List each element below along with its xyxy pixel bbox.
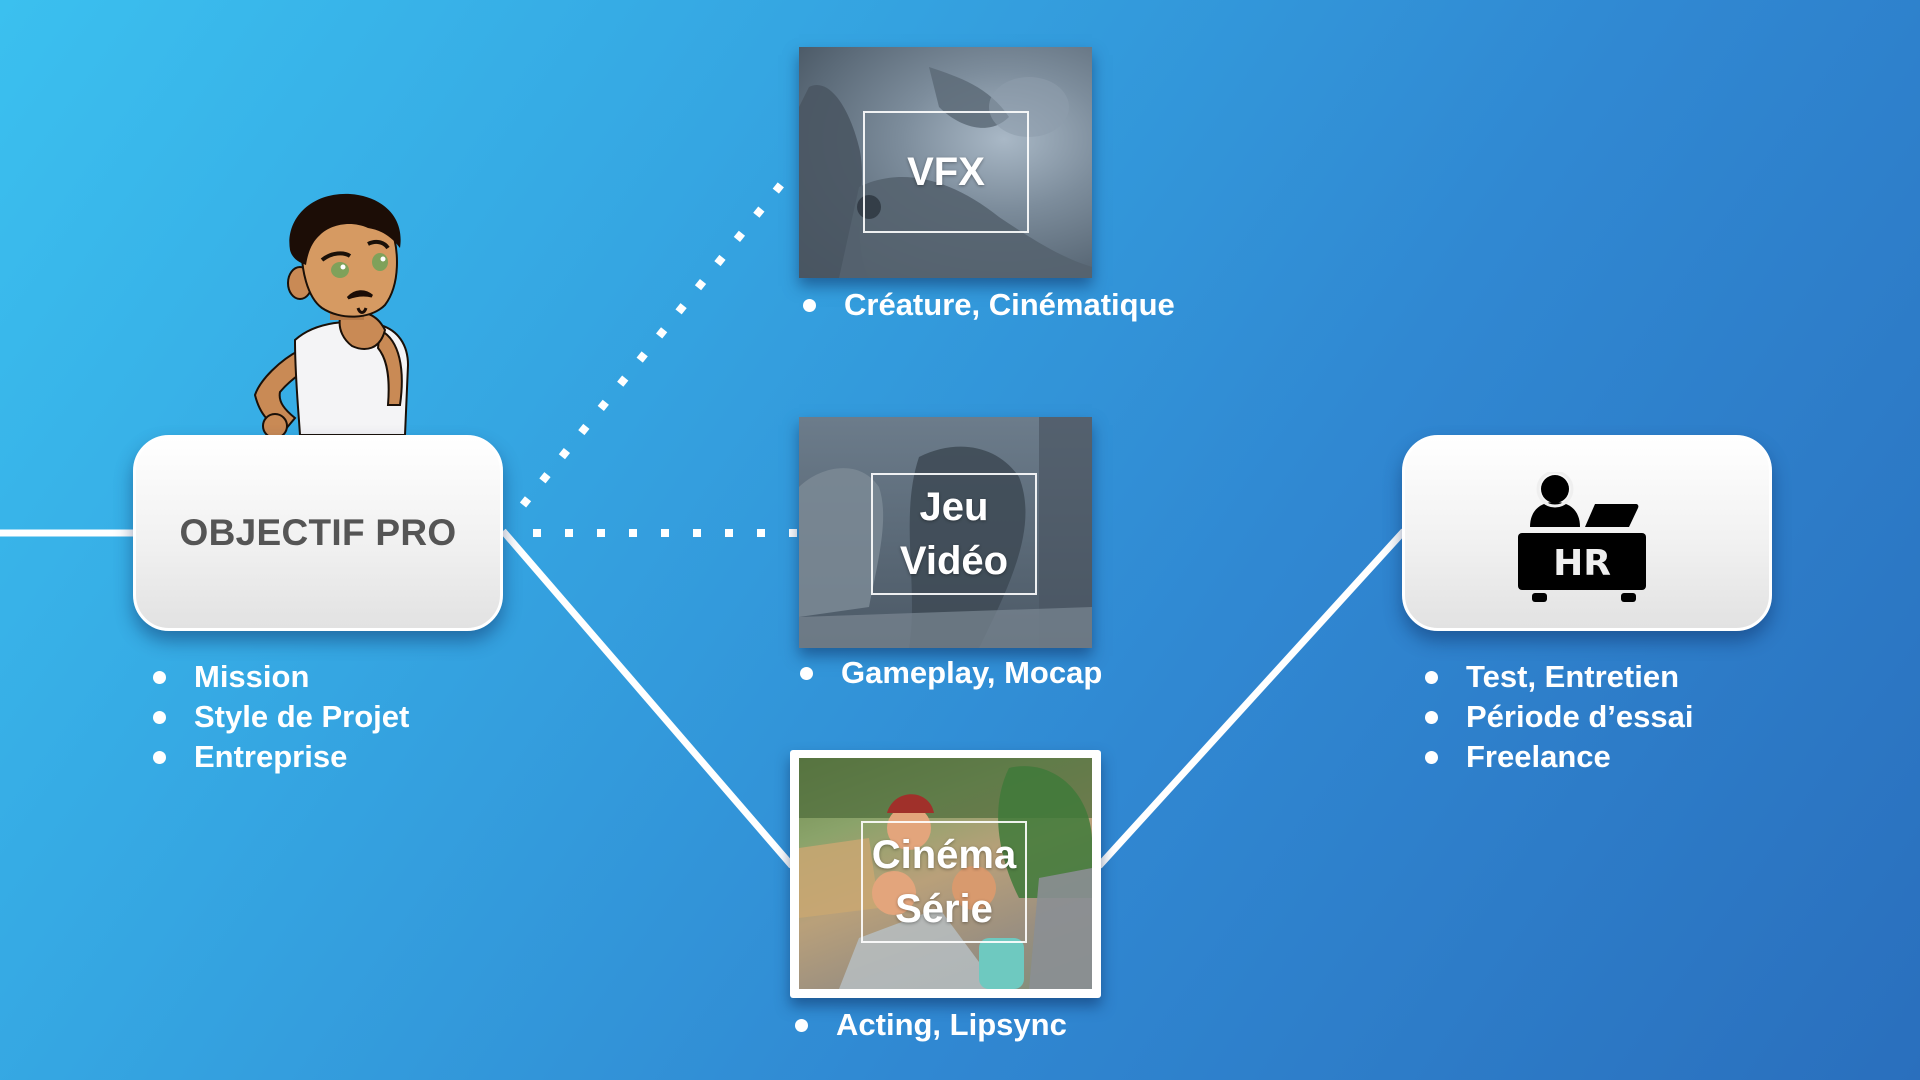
bullet-dot-icon (800, 667, 813, 680)
jeu-video-label-frame: Jeu Vidéo (871, 473, 1037, 595)
bullet-dot-icon (1425, 751, 1438, 764)
list-item: Freelance (1425, 737, 1693, 777)
cinema-serie-thumbnail[interactable]: Cinéma Série (790, 750, 1101, 998)
hr-bullets: Test, Entretien Période d’essai Freelanc… (1425, 657, 1693, 777)
vfx-label-frame: VFX (863, 111, 1029, 233)
vfx-caption: Créature, Cinématique (803, 285, 1175, 325)
objectif-pro-node[interactable]: OBJECTIF PRO (133, 435, 503, 631)
hr-desk-icon: HR (1518, 472, 1646, 602)
jeu-video-label-line-1: Jeu (919, 485, 989, 529)
hr-node[interactable]: HR (1402, 435, 1772, 631)
list-item: Entreprise (153, 737, 409, 777)
thinking-character-illustration (253, 193, 410, 439)
vfx-label: VFX (907, 150, 985, 194)
list-item: Test, Entretien (1425, 657, 1693, 697)
bullet-dot-icon (795, 1019, 808, 1032)
vfx-thumbnail[interactable]: VFX (799, 47, 1092, 278)
solid-connector-hr (1096, 528, 1407, 869)
solid-connector-cinema (500, 528, 795, 869)
jeu-video-label-line-2: Vidéo (899, 539, 1009, 583)
bullet-dot-icon (153, 751, 166, 764)
objectif-pro-bullets: Mission Style de Projet Entreprise (153, 657, 409, 777)
bullet-dot-icon (153, 711, 166, 724)
jeu-video-caption: Gameplay, Mocap (800, 653, 1102, 693)
hr-icon-text: HR (1553, 543, 1611, 584)
cinema-serie-label-frame: Cinéma Série (861, 821, 1027, 943)
cinema-serie-scene-image (799, 758, 1092, 989)
bullet-dot-icon (1425, 671, 1438, 684)
jeu-video-thumbnail[interactable]: Jeu Vidéo (799, 417, 1092, 648)
bullet-dot-icon (1425, 711, 1438, 724)
list-item: Style de Projet (153, 697, 409, 737)
dotted-connector-vfx (519, 173, 792, 508)
cinema-serie-label-line-1: Cinéma (871, 833, 1017, 877)
cinema-serie-caption: Acting, Lipsync (795, 1005, 1067, 1045)
bullet-dot-icon (803, 299, 816, 312)
bullet-dot-icon (153, 671, 166, 684)
objectif-pro-title: OBJECTIF PRO (179, 512, 457, 553)
cinema-serie-label-line-2: Série (895, 887, 993, 931)
list-item: Période d’essai (1425, 697, 1693, 737)
list-item: Mission (153, 657, 409, 697)
jeu-video-scene-image (799, 417, 1092, 648)
cinema-scene-shapes (799, 758, 1092, 989)
